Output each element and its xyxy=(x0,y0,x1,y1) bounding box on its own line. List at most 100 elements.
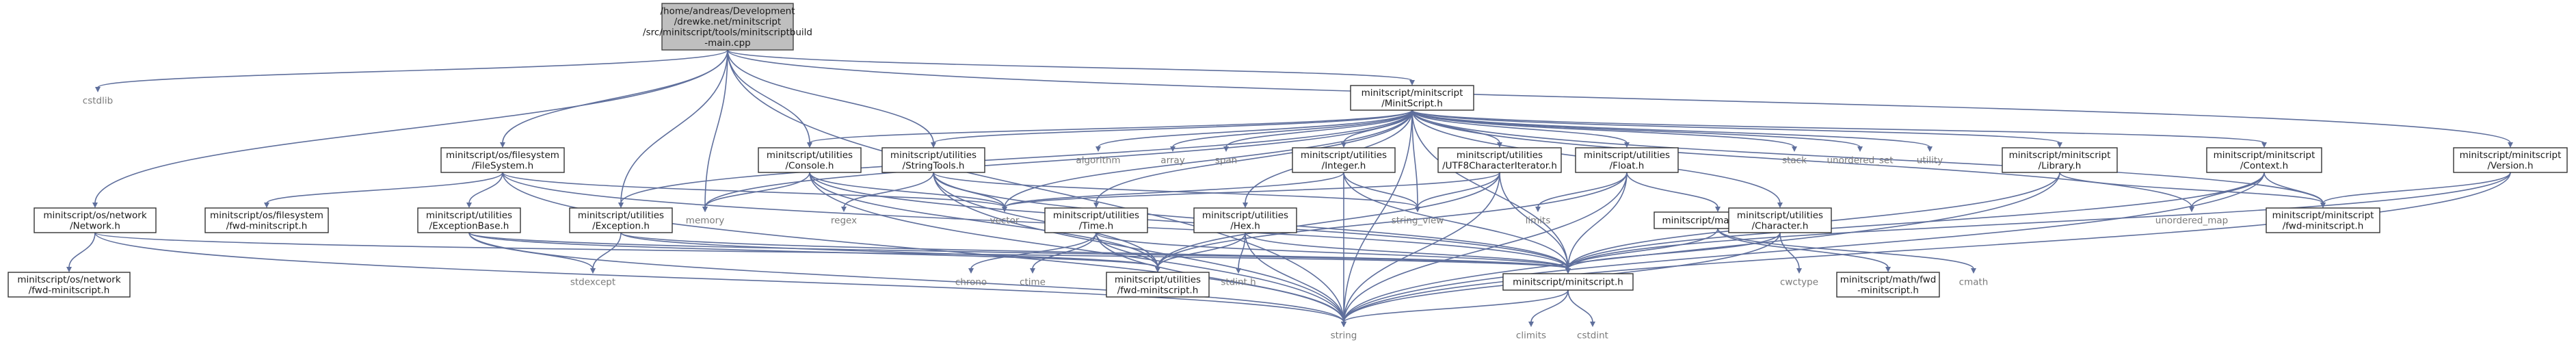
node-minitscript_h[interactable]: minitscript/minitscript/MinitScript.h xyxy=(1350,85,1474,111)
node-label-main-line-0: /home/andreas/Development xyxy=(660,5,795,16)
node-label-exception_h-line-0: minitscript/utilities xyxy=(578,210,664,221)
node-stdint_h: stdint.h xyxy=(1221,277,1256,288)
node-console_h[interactable]: minitscript/utilities/Console.h xyxy=(758,147,862,173)
node-label-vector-line-0: vector xyxy=(990,216,1020,226)
node-label-utf8_h-line-0: minitscript/utilities xyxy=(1457,150,1543,161)
node-memory: memory xyxy=(686,216,724,226)
node-box-integer_h xyxy=(1292,147,1396,173)
arrowhead-minitscript_h-to-unordered_set xyxy=(1857,146,1863,152)
node-label-fs_fwd_h-line-1: /fwd-minitscript.h xyxy=(226,220,308,231)
edge-console_h-to-minitscript_inner_h xyxy=(809,172,1569,270)
node-label-minitscript_h-line-0: minitscript/minitscript xyxy=(1362,88,1463,99)
dependency-edges xyxy=(66,49,2513,327)
node-vector: vector xyxy=(990,216,1020,226)
node-label-character_h-line-0: minitscript/utilities xyxy=(1737,210,1823,221)
node-box-util_fwd_h xyxy=(1106,272,1210,298)
node-label-net_fwd_h-line-0: minitscript/os/network xyxy=(17,274,121,285)
edge-minitscript_h-to-string_view xyxy=(1411,109,1418,208)
node-minitscript_inner_h[interactable]: minitscript/minitscript.h xyxy=(1502,273,1634,291)
node-version_h[interactable]: minitscript/minitscript/Version.h xyxy=(2453,147,2568,173)
edge-network_h-to-net_fwd_h xyxy=(68,232,96,268)
edge-minitscript_h-to-time_h xyxy=(1096,109,1413,204)
node-float_h[interactable]: minitscript/utilities/Float.h xyxy=(1575,147,1679,173)
node-box-main xyxy=(661,3,794,51)
node-span: span xyxy=(1215,155,1237,166)
arrowhead-character_h-to-cwctype xyxy=(1796,268,1802,274)
arrowhead-minitscript_h-to-utility xyxy=(1927,146,1933,152)
node-net_fwd_h[interactable]: minitscript/os/network/fwd-minitscript.h xyxy=(8,272,131,298)
node-hex_h[interactable]: minitscript/utilities/Hex.h xyxy=(1193,207,1297,233)
node-box-hex_h xyxy=(1193,207,1297,233)
node-label-memory-line-0: memory xyxy=(686,216,724,226)
node-time_h[interactable]: minitscript/utilities/Time.h xyxy=(1044,207,1148,233)
edge-minitscript_h-to-console_h xyxy=(809,109,1413,144)
arrowhead-character_h-to-minitscript_inner_h xyxy=(1565,268,1571,274)
arrowhead-main-to-filesystem_h xyxy=(500,142,505,148)
node-integer_h[interactable]: minitscript/utilities/Integer.h xyxy=(1292,147,1396,173)
node-box-network_h xyxy=(34,207,157,233)
node-filesystem_h[interactable]: minitscript/os/filesystem/FileSystem.h xyxy=(440,147,565,173)
node-label-math_fwd_h-line-1: -minitscript.h xyxy=(1857,285,1919,296)
node-fs_fwd_h[interactable]: minitscript/os/filesystem/fwd-minitscrip… xyxy=(204,207,329,233)
node-label-fs_fwd_h-line-0: minitscript/os/filesystem xyxy=(210,210,323,221)
arrowhead-minitscript_h-to-context_h xyxy=(2261,142,2267,148)
node-algorithm: algorithm xyxy=(1076,155,1120,166)
edge-hex_h-to-string xyxy=(1245,232,1344,323)
node-label-chrono-line-0: chrono xyxy=(955,277,987,288)
edge-stringtools_h-to-regex xyxy=(843,172,934,208)
edge-integer_h-to-vector xyxy=(1004,172,1344,208)
arrowhead-float_h-to-limits xyxy=(1535,207,1541,212)
node-library_h[interactable]: minitscript/minitscript/Library.h xyxy=(2002,147,2118,173)
edge-time_h-to-string xyxy=(1096,232,1344,323)
edge-exception_h-to-util_fwd_h xyxy=(620,232,1158,268)
edge-minitscript_h-to-library_h xyxy=(1411,109,2060,144)
edge-integer_h-to-minitscript_inner_h xyxy=(1343,172,1569,270)
edge-filesystem_h-to-fs_fwd_h xyxy=(266,172,503,204)
node-utf8_h[interactable]: minitscript/utilities/UTF8CharacterItera… xyxy=(1437,147,1562,173)
node-exceptionbase_h[interactable]: minitscript/utilities/ExceptionBase.h xyxy=(417,207,521,233)
edge-hex_h-to-minitscript_inner_h xyxy=(1245,232,1569,270)
node-label-util_fwd_h-line-0: minitscript/utilities xyxy=(1115,274,1201,285)
node-util_fwd_h[interactable]: minitscript/utilities/fwd-minitscript.h xyxy=(1106,272,1210,298)
node-label-main-line-1: /drewke.net/minitscript xyxy=(674,16,781,27)
node-label-algorithm-line-0: algorithm xyxy=(1076,155,1120,166)
arrowhead-hex_h-to-util_fwd_h xyxy=(1155,267,1160,272)
node-label-hex_h-line-1: /Hex.h xyxy=(1230,220,1260,231)
edge-utf8_h-to-minitscript_inner_h xyxy=(1499,172,1569,270)
node-label-console_h-line-0: minitscript/utilities xyxy=(767,150,853,161)
node-label-minitscript_h-line-1: /MinitScript.h xyxy=(1381,98,1443,109)
edge-float_h-to-minitscript_inner_h xyxy=(1567,172,1628,270)
edge-console_h-to-vector xyxy=(809,172,1005,208)
edge-time_h-to-minitscript_inner_h xyxy=(1096,232,1569,270)
node-box-mm_fwd_h xyxy=(2266,207,2380,233)
node-label-string_view-line-0: string_view xyxy=(1392,216,1444,226)
edge-minitscript_h-to-algorithm xyxy=(1098,109,1413,148)
node-label-console_h-line-1: /Console.h xyxy=(786,160,834,171)
node-main[interactable]: /home/andreas/Development/drewke.net/min… xyxy=(643,3,812,51)
node-label-network_h-line-1: /Network.h xyxy=(70,220,120,231)
edge-version_h-to-mm_fwd_h xyxy=(2322,172,2511,204)
node-label-library_h-line-1: /Library.h xyxy=(2039,160,2082,171)
edge-main-to-stringtools_h xyxy=(727,49,934,144)
node-character_h[interactable]: minitscript/utilities/Character.h xyxy=(1728,207,1832,233)
node-stringtools_h[interactable]: minitscript/utilities/StringTools.h xyxy=(881,147,985,173)
edge-minitscript_h-to-minitscript_inner_h xyxy=(1411,109,1569,270)
edge-minitscript_h-to-unordered_map xyxy=(1411,109,2192,208)
node-network_h[interactable]: minitscript/os/network/Network.h xyxy=(34,207,157,233)
edge-main-to-memory xyxy=(704,49,728,208)
node-math_fwd_h[interactable]: minitscript/math/fwd-minitscript.h xyxy=(1836,272,1940,298)
node-label-network_h-line-0: minitscript/os/network xyxy=(43,210,147,221)
node-box-minitscript_h xyxy=(1350,85,1474,111)
node-exception_h[interactable]: minitscript/utilities/Exception.h xyxy=(569,207,673,233)
node-mm_fwd_h[interactable]: minitscript/minitscript/fwd-minitscript.… xyxy=(2266,207,2380,233)
edge-main-to-network_h xyxy=(94,49,728,204)
edge-library_h-to-string xyxy=(1343,172,2060,323)
arrowhead-main-to-cstdlib xyxy=(95,87,101,92)
arrowhead-math_h-to-cmath xyxy=(1971,268,1976,274)
node-unordered_set: unordered_set xyxy=(1827,155,1893,166)
edge-version_h-to-minitscript_inner_h xyxy=(1567,172,2511,270)
node-context_h[interactable]: minitscript/minitscript/Context.h xyxy=(2206,147,2322,173)
arrowhead-minitscript_h-to-library_h xyxy=(2057,142,2062,148)
node-label-cstdint-line-0: cstdint xyxy=(1577,330,1608,341)
node-label-net_fwd_h-line-1: /fwd-minitscript.h xyxy=(29,285,110,296)
